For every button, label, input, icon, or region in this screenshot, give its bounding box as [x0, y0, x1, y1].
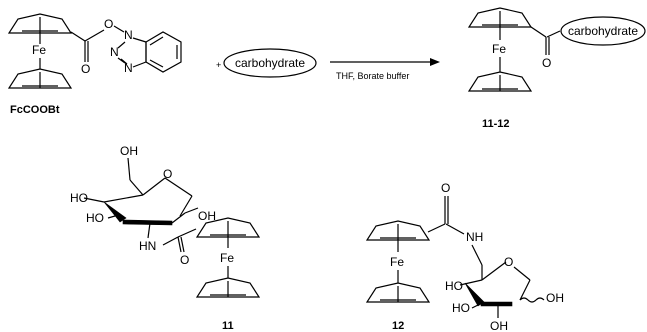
triazole-nitrogen-2: N: [110, 45, 119, 59]
amide-oxygen-12: O: [441, 181, 450, 195]
compound-11-iron: Fe: [220, 251, 234, 265]
compound-11-label: 11: [222, 320, 234, 332]
c4-hydroxyl-11: HO: [70, 191, 88, 205]
triazole-nitrogen-3: N: [124, 61, 133, 75]
triazole-nitrogen-1: N: [124, 28, 133, 42]
ring-oxygen-11: O: [163, 167, 172, 181]
c6-hydroxyl: OH: [120, 144, 138, 158]
anomeric-hydroxyl-12: OH: [546, 291, 564, 305]
c3-hydroxyl-12: HO: [452, 301, 470, 315]
fccoobt-molecule: Fe O O N N N FcCOOBt: [8, 13, 182, 116]
compound-11: OH O HO HO OH HN O Fe 11: [70, 144, 260, 332]
compound-12-cp-top: [366, 220, 430, 241]
ring-oxygen-12: O: [504, 255, 513, 269]
amide-nh-11: HN: [139, 239, 156, 253]
amide-nh-12: NH: [466, 230, 483, 244]
product-carbohydrate-label: carbohydrate: [568, 24, 638, 38]
c4-hydroxyl-12: HO: [445, 279, 463, 293]
compound-12-iron: Fe: [390, 255, 404, 269]
carbohydrate-label: carbohydrate: [235, 56, 305, 70]
reagent-label: FcCOOBt: [10, 104, 60, 116]
anomeric-hydroxyl-11: OH: [198, 209, 216, 223]
c3-hydroxyl-11: HO: [86, 211, 104, 225]
compound-12-cp-bottom: [366, 282, 430, 303]
carbohydrate-reactant: carbohydrate: [223, 48, 317, 78]
amide-oxygen-11: O: [180, 253, 189, 267]
product-cp-ring-bottom: [468, 71, 532, 92]
cyclopentadienyl-ring-top: [8, 13, 72, 34]
product-general: Fe O carbohydrate 11-12: [468, 7, 646, 130]
product-iron-atom: Fe: [492, 42, 506, 56]
product-cp-ring-top: [468, 7, 532, 28]
iron-atom: Fe: [32, 43, 46, 57]
compound-12-label: 12: [392, 320, 404, 332]
ester-oxygen: O: [104, 17, 113, 31]
c2-hydroxyl-12: OH: [490, 319, 508, 332]
product-range-label: 11-12: [482, 118, 510, 130]
carbonyl-oxygen: O: [81, 62, 90, 76]
compound-11-cp-bottom: [196, 277, 260, 298]
compound-12: Fe O NH O HO HO OH OH 12: [366, 181, 564, 332]
cyclopentadienyl-ring-bottom: [8, 68, 72, 89]
reaction-arrow: THF, Borate buffer: [330, 58, 440, 81]
product-carbonyl-oxygen: O: [542, 56, 551, 70]
plus-sign: +: [216, 60, 221, 70]
reaction-conditions: THF, Borate buffer: [336, 71, 409, 81]
